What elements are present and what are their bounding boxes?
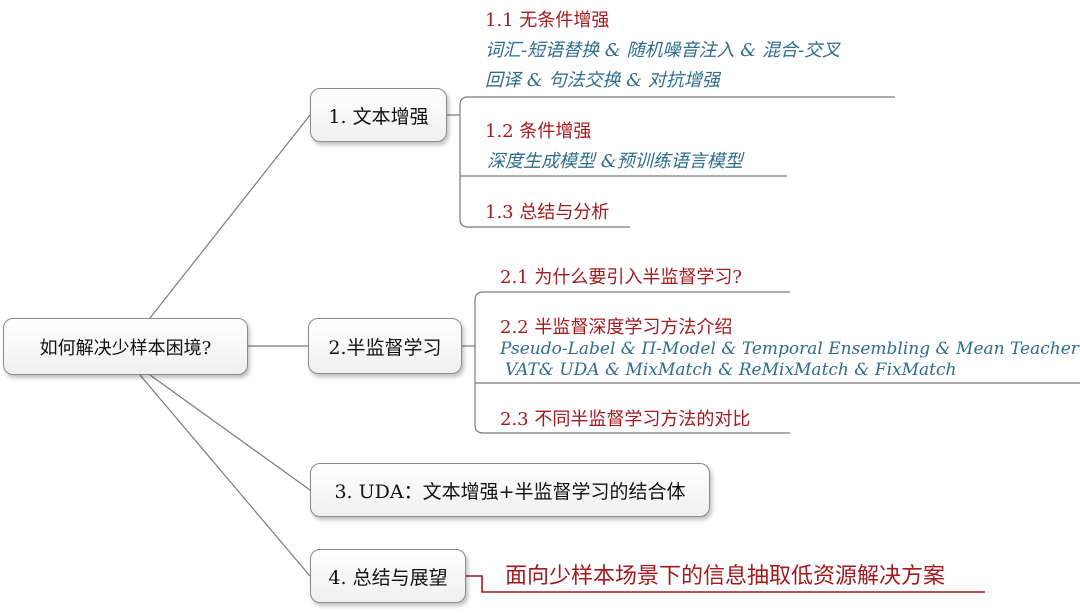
subtopic-1-2-detail: 深度生成模型 &预训练语言模型	[487, 151, 743, 172]
node-label: 3. UDA：文本增强+半监督学习的结合体	[334, 480, 686, 503]
subtopic-2-1-title: 2.1 为什么要引入半监督学习?	[500, 267, 742, 288]
subtopic-1-1-detail: 词汇-短语替换 & 随机噪音注入 & 混合-交叉	[485, 40, 841, 61]
note-underline-4	[466, 575, 985, 593]
subtopic-1-1-detail: 回译 & 句法交换 & 对抗增强	[485, 70, 720, 91]
subtopic-1-3-title: 1.3 总结与分析	[485, 202, 610, 223]
root-label: 如何解决少样本困境?	[39, 337, 212, 359]
connector-root-to-3	[149, 374, 311, 491]
subtopic-2-3-title: 2.3 不同半监督学习方法的对比	[500, 409, 751, 430]
node-semi-supervised[interactable]: 2.半监督学习	[308, 318, 462, 374]
connector-root-to-4	[139, 374, 311, 577]
node-text-augmentation[interactable]: 1. 文本增强	[310, 88, 447, 142]
node-label: 4. 总结与展望	[328, 566, 448, 589]
summary-note: 面向少样本场景下的信息抽取低资源解决方案	[505, 564, 946, 589]
node-uda[interactable]: 3. UDA：文本增强+半监督学习的结合体	[310, 463, 710, 517]
node-label: 2.半监督学习	[328, 336, 442, 359]
bracket-branch-2	[474, 291, 790, 434]
connector-root-to-1	[149, 114, 311, 319]
bracket-branch-1	[459, 96, 895, 228]
subtopic-1-1-title: 1.1 无条件增强	[485, 10, 610, 31]
subtopic-2-2-detail: VAT& UDA & MixMatch & ReMixMatch & FixMa…	[505, 360, 957, 380]
subtopic-2-2-detail: Pseudo-Label & Π-Model & Temporal Ensemb…	[500, 339, 1079, 359]
root-node[interactable]: 如何解决少样本困境?	[3, 318, 248, 375]
subtopic-2-2-title: 2.2 半监督深度学习方法介绍	[500, 317, 733, 338]
node-label: 1. 文本增强	[328, 105, 429, 128]
node-summary[interactable]: 4. 总结与展望	[310, 549, 466, 603]
subtopic-1-2-title: 1.2 条件增强	[485, 121, 592, 142]
